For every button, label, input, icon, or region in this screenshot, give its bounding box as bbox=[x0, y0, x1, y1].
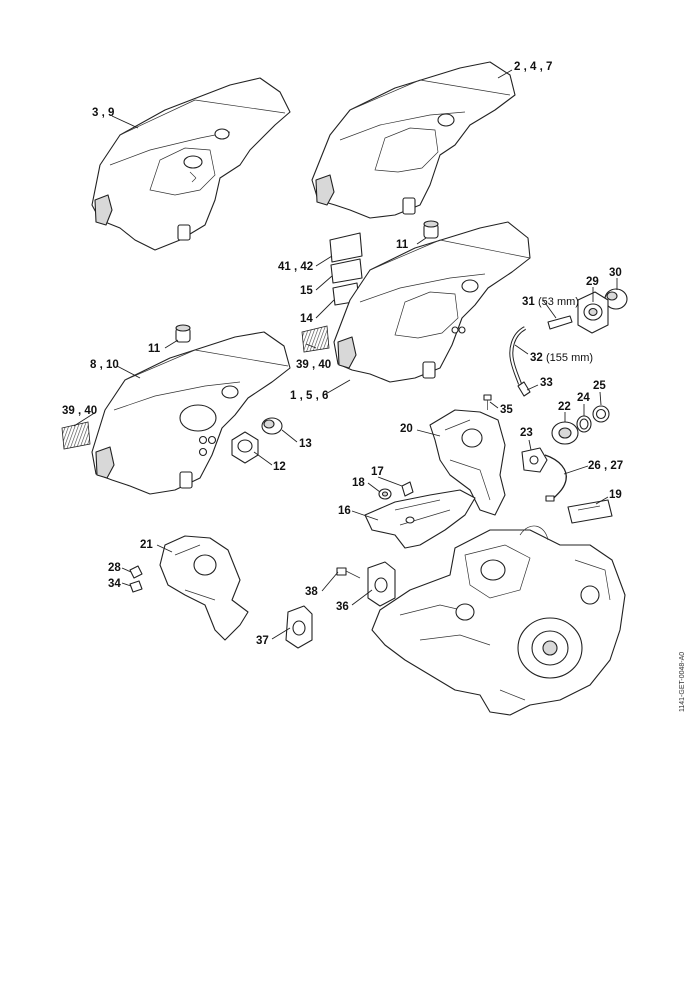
label-28: 28 bbox=[108, 562, 121, 574]
knob-11-lower bbox=[175, 324, 191, 343]
bolt-38 bbox=[336, 567, 361, 579]
sensor-23 bbox=[521, 447, 548, 473]
label-14: 14 bbox=[300, 313, 313, 325]
decal-41-42 bbox=[329, 232, 363, 263]
clip-28 bbox=[129, 565, 143, 579]
fitting-33 bbox=[517, 381, 531, 397]
drawing-code: 1141-GET-0048-A0 bbox=[679, 652, 686, 712]
label-38: 38 bbox=[305, 586, 318, 598]
label-39-40-left: 39 , 40 bbox=[62, 405, 97, 417]
label-26-27: 26 , 27 bbox=[588, 460, 623, 472]
label-35: 35 bbox=[500, 404, 513, 416]
engine-block bbox=[371, 525, 626, 716]
knob-11-upper bbox=[423, 220, 439, 239]
label-3-9: 3 , 9 bbox=[92, 107, 114, 119]
label-1-5-6: 1 , 5 , 6 bbox=[290, 390, 328, 402]
shroud-3-9 bbox=[91, 77, 291, 251]
cap-30 bbox=[604, 288, 628, 310]
ring-25 bbox=[592, 405, 610, 423]
label-19: 19 bbox=[609, 489, 622, 501]
label-16: 16 bbox=[338, 505, 351, 517]
screw-35 bbox=[483, 394, 492, 410]
ring-22 bbox=[551, 421, 579, 445]
label-2-4-7: 2 , 4 , 7 bbox=[514, 61, 552, 73]
label-17: 17 bbox=[371, 466, 384, 478]
label-24: 24 bbox=[577, 392, 590, 404]
label-15: 15 bbox=[300, 285, 313, 297]
clip-34 bbox=[129, 580, 143, 593]
label-31: 31 bbox=[522, 296, 535, 308]
label-25: 25 bbox=[593, 380, 606, 392]
ring-24 bbox=[576, 415, 592, 433]
label-11-lower: 11 bbox=[148, 343, 161, 355]
label-29: 29 bbox=[586, 276, 599, 288]
label-23: 23 bbox=[520, 427, 533, 439]
shroud-2-4-7 bbox=[311, 61, 516, 219]
plate-19 bbox=[567, 499, 613, 524]
housing-29 bbox=[577, 291, 609, 334]
shroud-8-10 bbox=[91, 331, 291, 495]
label-34: 34 bbox=[108, 578, 121, 590]
filter-39-40-left bbox=[61, 421, 91, 450]
shield-16 bbox=[364, 489, 476, 549]
grommet-18 bbox=[378, 488, 392, 500]
label-12: 12 bbox=[273, 461, 286, 473]
label-22: 22 bbox=[558, 401, 571, 413]
cap-13 bbox=[261, 417, 283, 435]
label-36: 36 bbox=[336, 601, 349, 613]
label-8-10: 8 , 10 bbox=[90, 359, 119, 371]
label-39-40-mid: 39 , 40 bbox=[296, 359, 331, 371]
label-21: 21 bbox=[140, 539, 153, 551]
label-13: 13 bbox=[299, 438, 312, 450]
mount-36 bbox=[367, 561, 396, 607]
label-11-upper: 11 bbox=[396, 239, 409, 251]
clip-17 bbox=[401, 481, 414, 497]
shroud-1-5-6 bbox=[333, 221, 531, 383]
mount-37 bbox=[285, 605, 313, 649]
label-20: 20 bbox=[400, 423, 413, 435]
leader-lines bbox=[73, 69, 618, 640]
bracket-20 bbox=[429, 409, 506, 516]
label-33: 33 bbox=[540, 377, 553, 389]
label-32: 32 bbox=[530, 352, 543, 364]
label-31-note: (53 mm) bbox=[538, 296, 579, 308]
hose-32 bbox=[509, 326, 527, 385]
hose-31 bbox=[547, 315, 573, 330]
label-41-42: 41 , 42 bbox=[278, 261, 313, 273]
decal-15 bbox=[330, 258, 363, 284]
fitting-12 bbox=[231, 431, 259, 464]
callout-labels: 3 , 9 2 , 4 , 7 11 41 , 42 15 14 39 , 40… bbox=[62, 61, 623, 647]
bracket-21 bbox=[159, 535, 249, 641]
label-32-note: (155 mm) bbox=[546, 352, 593, 364]
label-30: 30 bbox=[609, 267, 622, 279]
cable-26-27 bbox=[544, 454, 567, 502]
label-18: 18 bbox=[352, 477, 365, 489]
label-37: 37 bbox=[256, 635, 269, 647]
